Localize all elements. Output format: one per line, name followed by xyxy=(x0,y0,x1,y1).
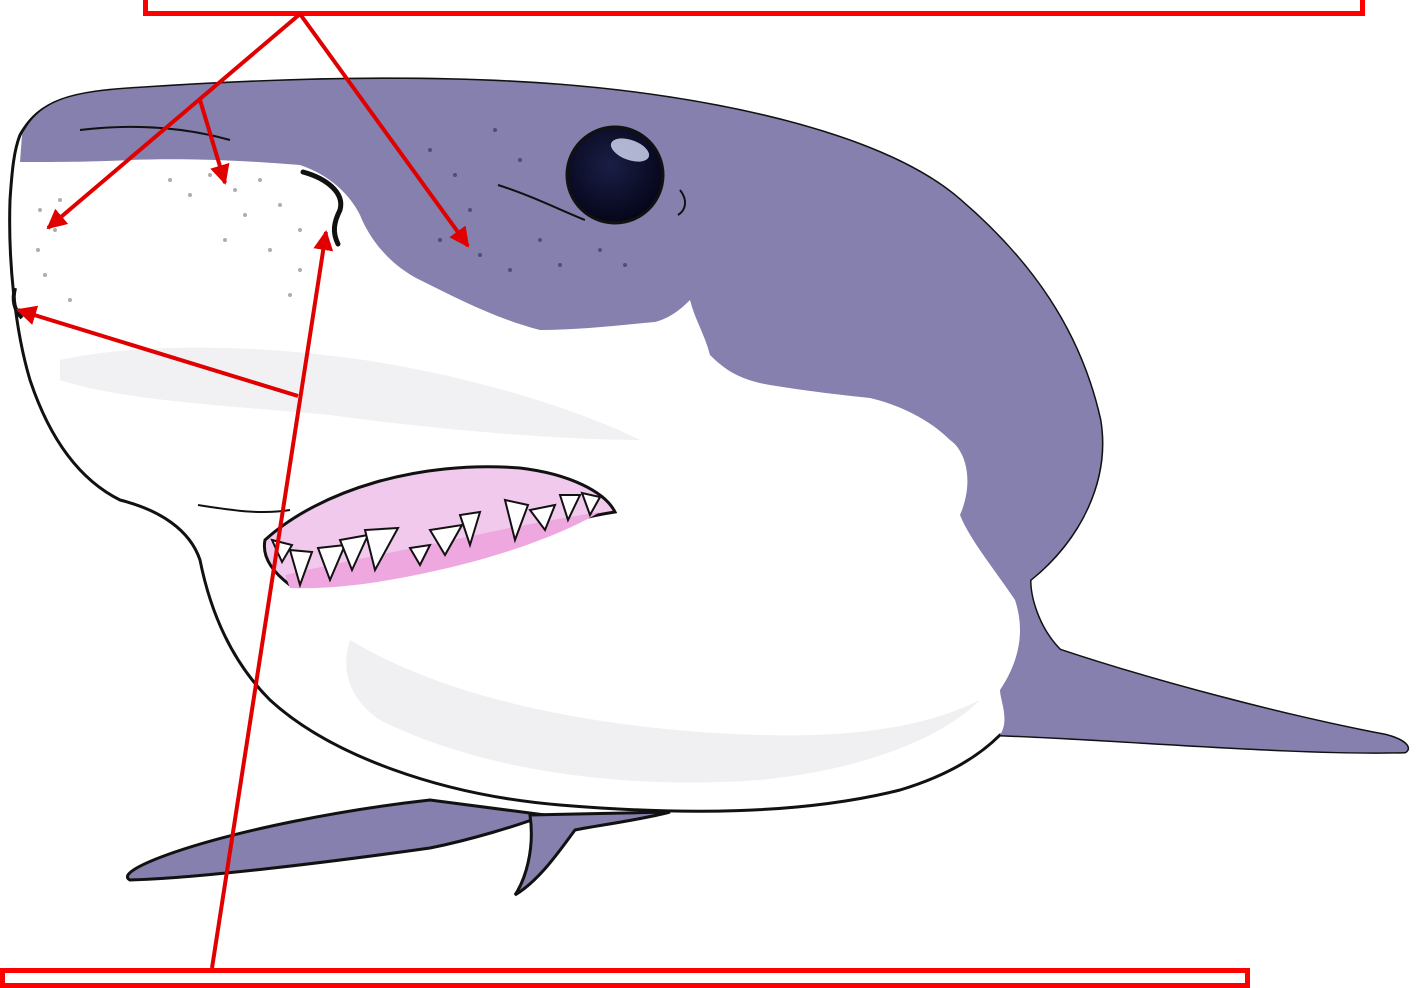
pelvic-fin xyxy=(515,812,670,895)
label-box-bottom xyxy=(0,968,1250,988)
pectoral-fin xyxy=(127,800,545,880)
